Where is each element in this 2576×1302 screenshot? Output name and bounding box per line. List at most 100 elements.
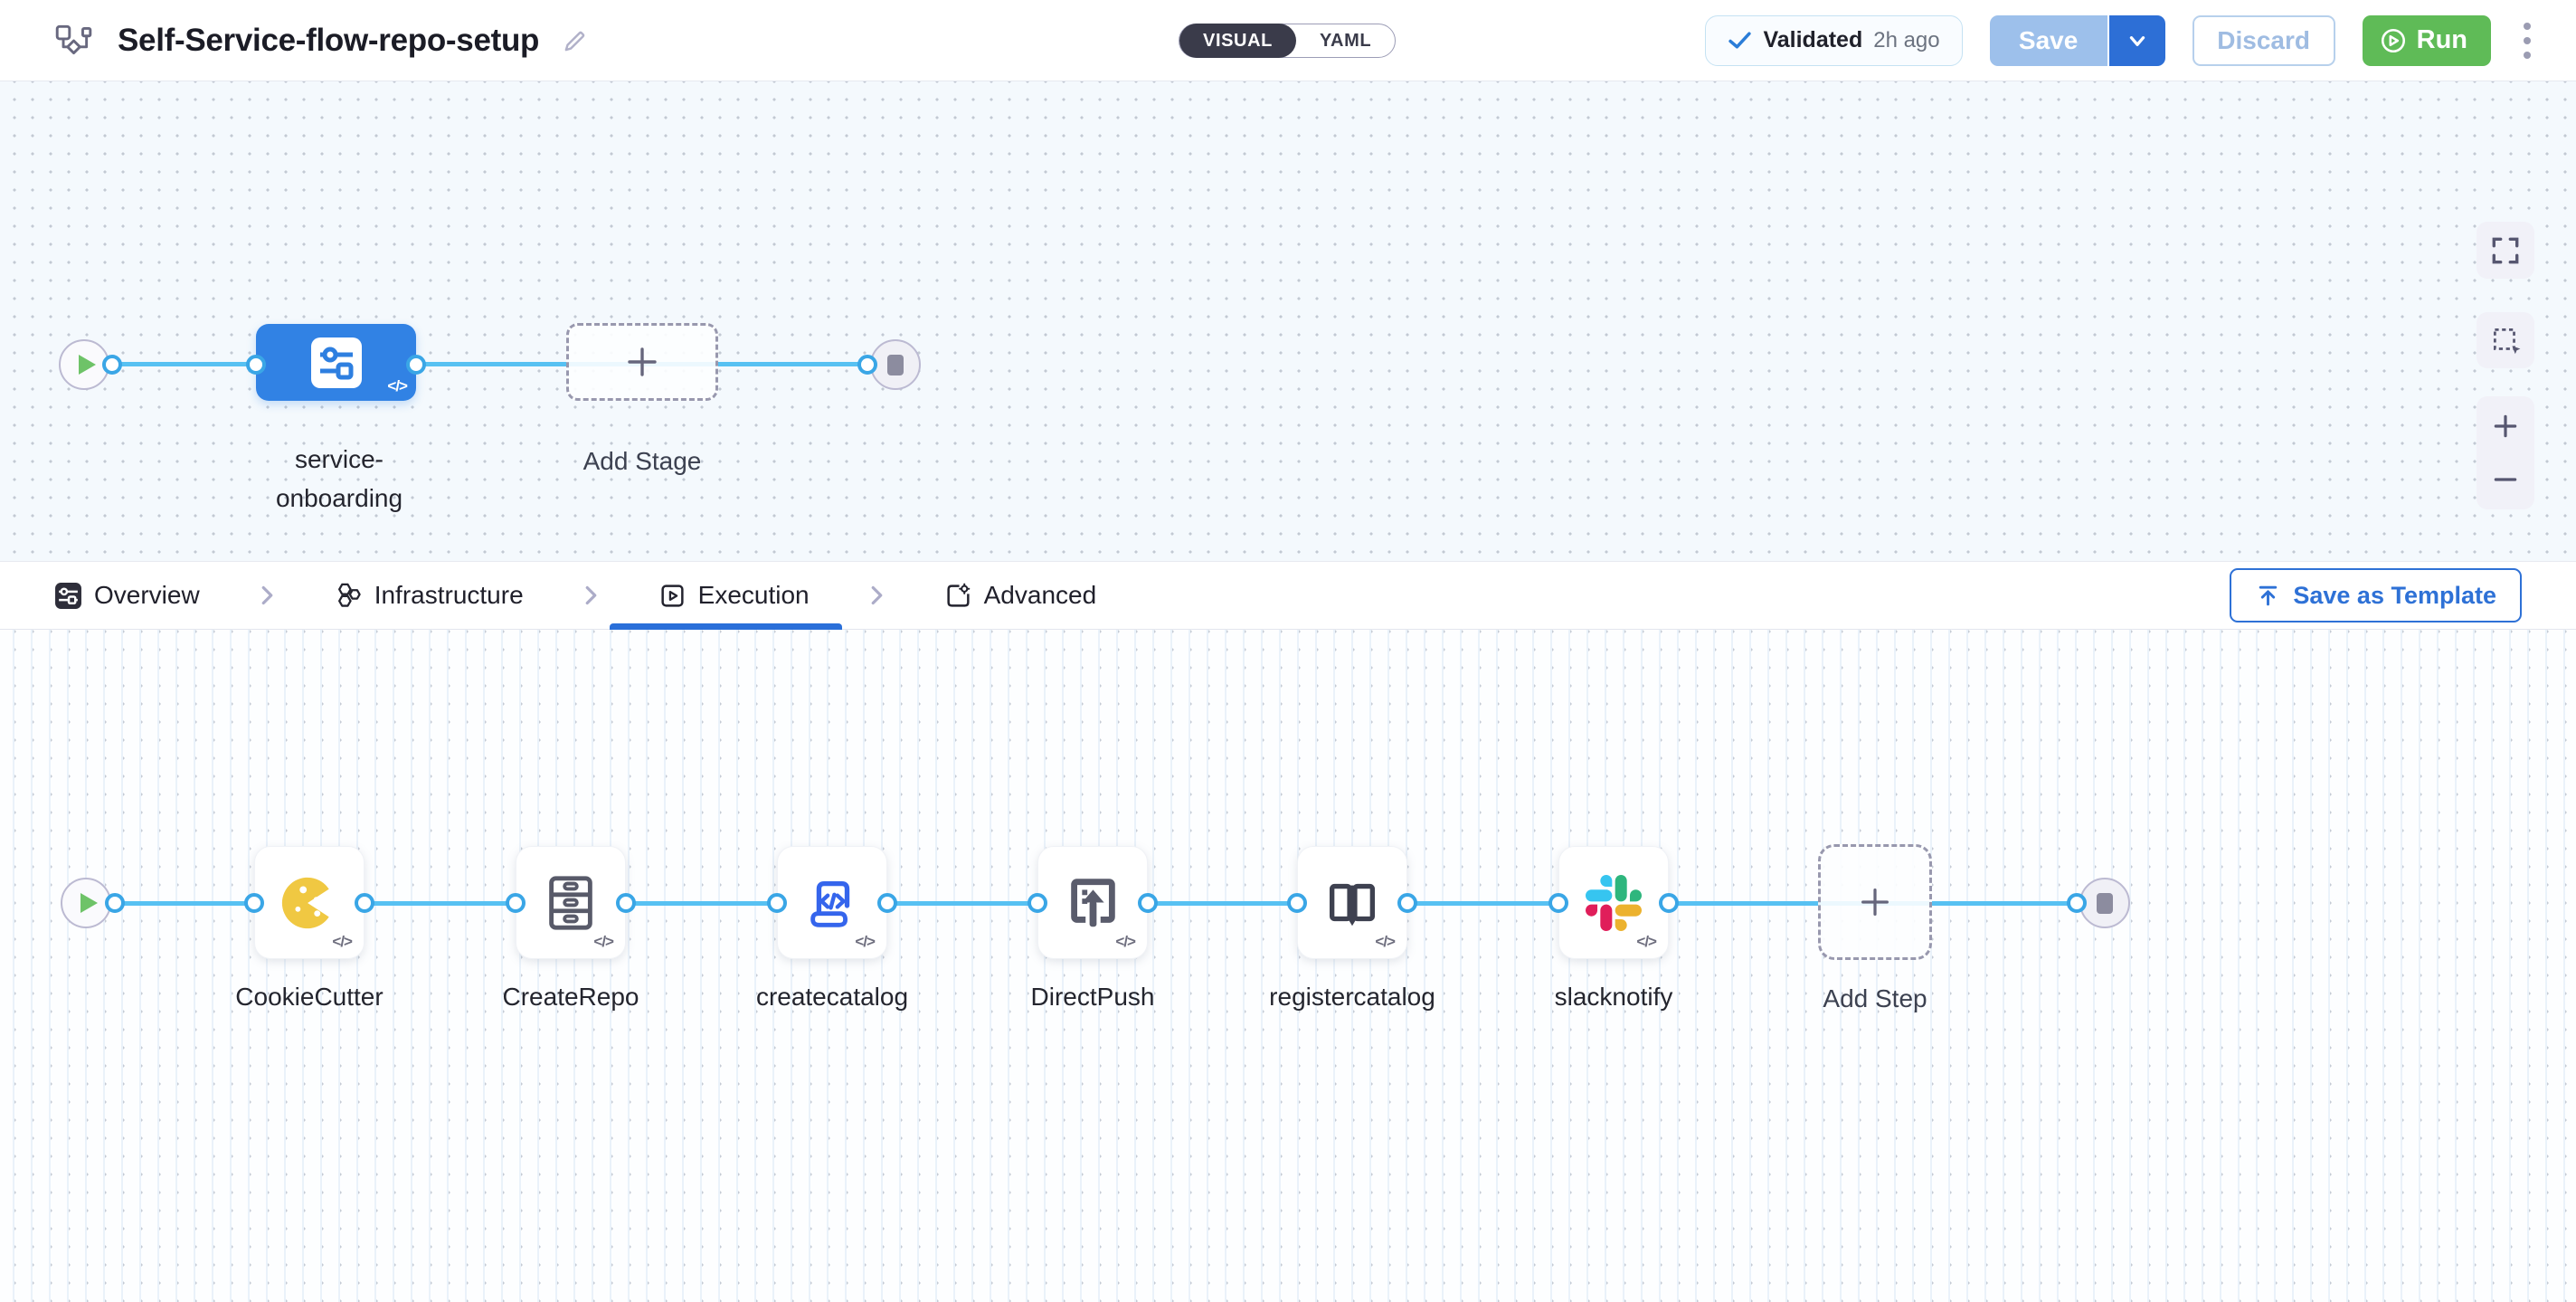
add-stage-button[interactable] xyxy=(566,323,718,401)
marquee-select-icon xyxy=(2493,328,2521,355)
zoom-out-icon xyxy=(2494,478,2517,481)
save-button[interactable]: Save xyxy=(1989,14,2109,66)
upload-icon xyxy=(2259,585,2278,605)
step-label: DirectPush xyxy=(1030,983,1155,1011)
marquee-select-button[interactable] xyxy=(2477,312,2534,368)
step-createcatalog[interactable]: </> xyxy=(777,846,887,959)
chevron-right-icon xyxy=(869,562,885,629)
zoom-out-button[interactable] xyxy=(2477,457,2534,502)
execution-step-canvas: </> CookieCutter </> CreateRepo </> crea… xyxy=(0,630,2576,1302)
save-options-button[interactable] xyxy=(2108,14,2165,66)
validated-label: Validated xyxy=(1763,27,1863,52)
fullscreen-icon xyxy=(2492,237,2519,263)
add-step-button[interactable] xyxy=(1818,844,1932,960)
cookiecutter-icon xyxy=(281,877,329,928)
save-as-template-button[interactable]: Save as Template xyxy=(2230,568,2522,622)
connector-dot xyxy=(244,893,264,913)
code-icon: </> xyxy=(387,377,408,394)
step-cookiecutter[interactable]: </> xyxy=(254,846,365,959)
step-slacknotify[interactable]: </> xyxy=(1558,846,1669,959)
code-icon: </> xyxy=(855,933,876,950)
code-scroll-icon xyxy=(810,880,850,927)
visual-toggle-button[interactable]: VISUAL xyxy=(1179,24,1296,58)
connector-dot xyxy=(246,355,266,375)
pipeline-end-node xyxy=(870,339,921,390)
stage-config-tabbar: Overview Infrastructure Execution Advanc… xyxy=(0,561,2576,630)
step-label: registercatalog xyxy=(1269,983,1435,1011)
check-icon xyxy=(1728,32,1752,49)
page-title: Self-Service-flow-repo-setup xyxy=(118,22,540,58)
zoom-controls xyxy=(2477,396,2534,509)
advanced-icon xyxy=(947,583,970,607)
step-directpush[interactable]: </> xyxy=(1037,846,1148,959)
code-icon: </> xyxy=(593,933,614,950)
connector-dot xyxy=(406,355,426,375)
overview-icon xyxy=(55,582,81,609)
chevron-right-icon xyxy=(260,562,275,629)
step-label: CookieCutter xyxy=(235,983,384,1011)
slack-icon xyxy=(1586,874,1642,931)
connector-dot xyxy=(767,893,787,913)
start-play-icon xyxy=(80,893,98,913)
code-icon: </> xyxy=(1375,933,1396,950)
execution-end-node xyxy=(2079,878,2130,928)
step-registercatalog[interactable]: </> xyxy=(1297,846,1407,959)
start-play-icon xyxy=(78,355,96,375)
zoom-in-button[interactable] xyxy=(2477,404,2534,449)
infrastructure-icon xyxy=(337,583,361,607)
run-play-icon xyxy=(2381,28,2405,52)
code-icon: </> xyxy=(1636,933,1657,950)
connector-dot xyxy=(877,893,897,913)
connector-dot xyxy=(102,355,122,375)
header: Self-Service-flow-repo-setup VISUAL YAML… xyxy=(0,0,2576,81)
end-stop-icon xyxy=(2097,892,2113,914)
connector-dot xyxy=(1397,893,1417,913)
plus-icon xyxy=(1861,889,1889,916)
connector-dot xyxy=(857,355,877,375)
validated-badge[interactable]: Validated 2h ago xyxy=(1705,14,1963,66)
execution-start-node xyxy=(61,878,111,928)
fullscreen-button[interactable] xyxy=(2477,222,2534,279)
run-label: Run xyxy=(2416,25,2467,54)
stage-service-onboarding[interactable]: </> xyxy=(256,324,416,401)
stage-label: service- onboarding xyxy=(275,445,403,512)
connector-dot xyxy=(506,893,526,913)
chevron-right-icon xyxy=(583,562,599,629)
end-stop-icon xyxy=(887,354,904,375)
validated-time: 2h ago xyxy=(1873,27,1940,52)
save-split-button: Save xyxy=(1989,14,2165,66)
yaml-toggle-button[interactable]: YAML xyxy=(1296,24,1395,58)
connector-dot xyxy=(355,893,374,913)
stage-connector-line xyxy=(84,362,895,366)
step-createrepo[interactable]: </> xyxy=(516,846,626,959)
pipeline-start-node xyxy=(59,339,109,390)
code-icon: </> xyxy=(332,933,353,950)
header-actions: Validated 2h ago Save Discard Run xyxy=(1705,14,2536,66)
step-label: createcatalog xyxy=(755,983,909,1011)
pipeline-icon xyxy=(55,24,92,54)
step-label: slacknotify xyxy=(1554,983,1673,1011)
add-step-label: Add Step xyxy=(1823,984,1927,1012)
edit-pencil-icon[interactable] xyxy=(561,26,590,55)
stage-type-icon xyxy=(310,337,362,388)
execution-icon xyxy=(661,584,684,607)
add-stage-label: Add Stage xyxy=(582,447,702,475)
step-label: CreateRepo xyxy=(502,983,639,1011)
discard-button[interactable]: Discard xyxy=(2192,14,2335,66)
connector-dot xyxy=(1287,893,1307,913)
connector-dot xyxy=(1138,893,1158,913)
connector-dot xyxy=(2067,893,2087,913)
more-options-button[interactable] xyxy=(2518,17,2536,64)
tab-advanced[interactable]: Advanced xyxy=(944,562,1096,629)
tab-execution[interactable]: Execution xyxy=(609,562,842,630)
tab-infrastructure[interactable]: Infrastructure xyxy=(335,562,524,629)
connector-dot xyxy=(1659,893,1679,913)
run-button[interactable]: Run xyxy=(2362,14,2491,66)
connector-dot xyxy=(616,893,636,913)
chevron-down-icon xyxy=(2129,35,2145,46)
tab-overview[interactable]: Overview xyxy=(54,562,200,629)
drawer-cabinet-icon xyxy=(549,875,592,930)
open-book-icon xyxy=(1329,883,1376,926)
connector-dot xyxy=(105,893,125,913)
upload-box-icon xyxy=(1071,878,1115,927)
